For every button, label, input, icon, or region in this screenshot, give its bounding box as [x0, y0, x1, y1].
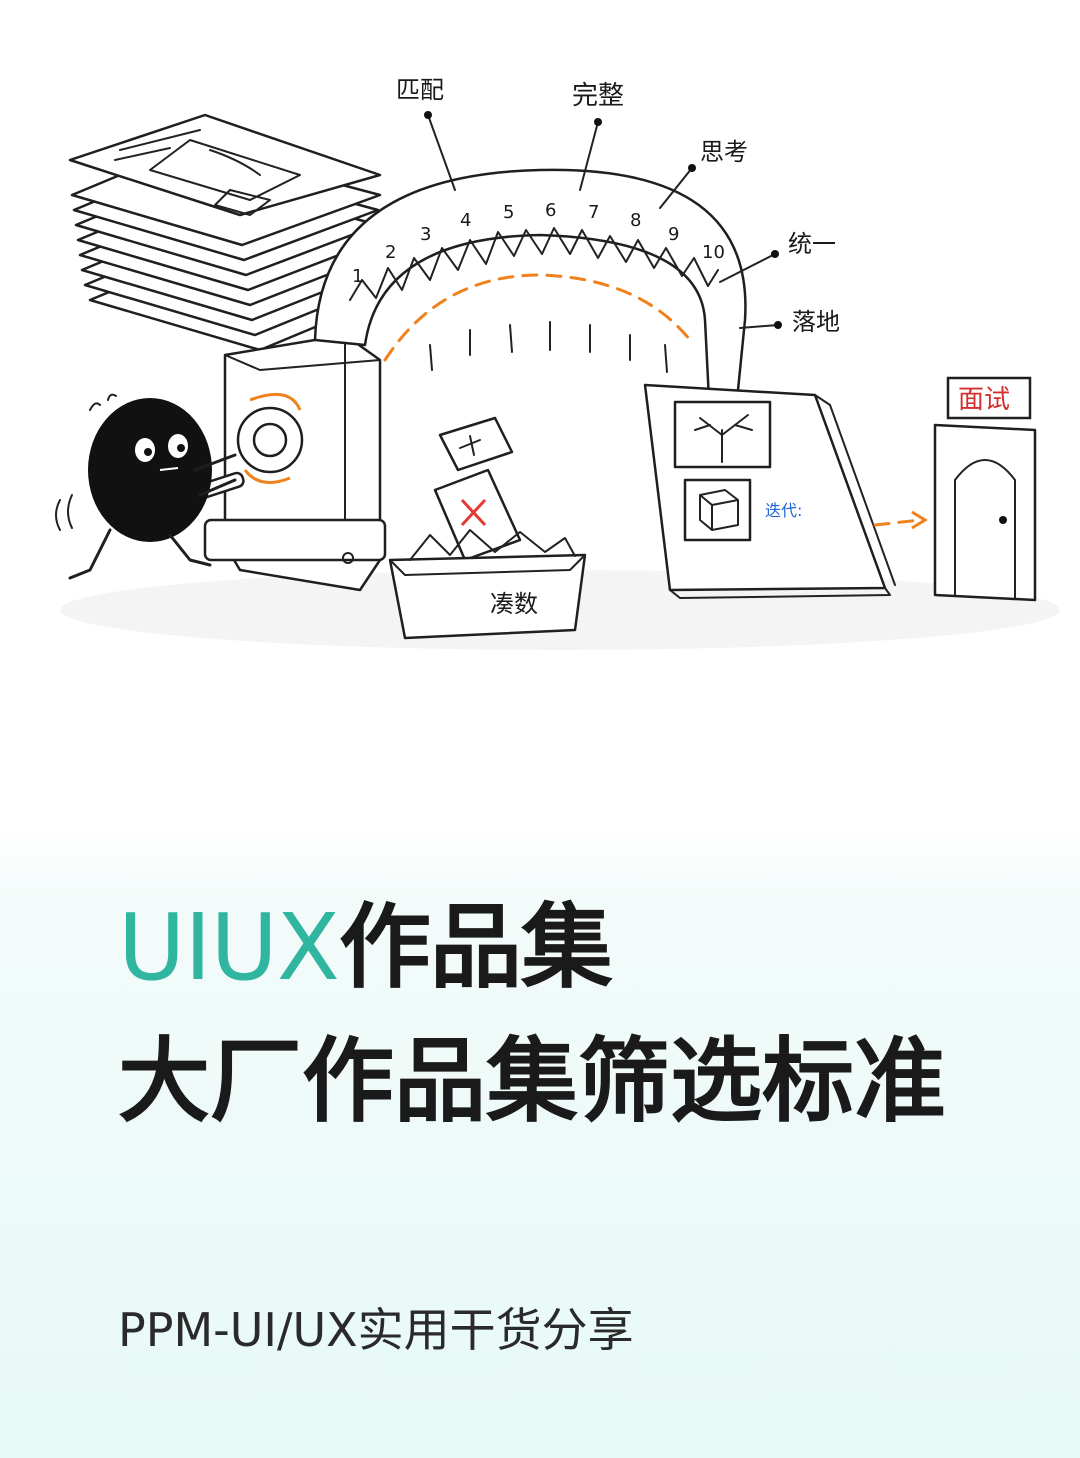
label-landing: 落地	[792, 308, 840, 336]
dial-callouts: 匹配 完整 思考 统一 落地	[396, 76, 840, 336]
dial-number: 5	[503, 202, 514, 223]
dial-number: 10	[702, 242, 725, 263]
dial-number: 6	[545, 200, 556, 221]
crank-machine	[155, 333, 387, 592]
title-accent: UIUX	[118, 894, 340, 1001]
dial-number: 8	[630, 210, 641, 231]
label-thinking: 思考	[700, 138, 748, 166]
label-complete: 完整	[572, 81, 624, 111]
blob-character	[55, 393, 237, 580]
label-match: 匹配	[396, 76, 444, 104]
dial-number: 7	[588, 202, 599, 223]
subtitle: PPM-UI/UX实用干货分享	[118, 1303, 634, 1357]
dial-number: 1	[352, 266, 363, 287]
dial-number: 3	[420, 224, 431, 245]
reject-bin: 凑数	[388, 416, 587, 640]
bin-label: 凑数	[490, 590, 538, 618]
portfolio-book: 迭代:	[643, 383, 928, 599]
dial-number: 2	[385, 242, 396, 263]
illustration: 1 2 3 4 5 6 7 8 9 10 匹配 完整 思考 统一 落地 凑数	[55, 76, 1060, 650]
dial-number: 9	[668, 224, 679, 245]
dial-number: 4	[460, 210, 471, 231]
arch-dial: 1 2 3 4 5 6 7 8 9 10	[313, 168, 747, 422]
title-rest: 作品集	[338, 894, 613, 1001]
door-sign: 面试	[958, 385, 1010, 415]
book-note: 迭代:	[765, 501, 802, 520]
label-unified: 统一	[788, 230, 836, 258]
title-line-1: UIUX作品集	[118, 898, 613, 998]
title-line-2: 大厂作品集筛选标准	[118, 1028, 947, 1135]
interview-door: 面试	[933, 376, 1037, 602]
